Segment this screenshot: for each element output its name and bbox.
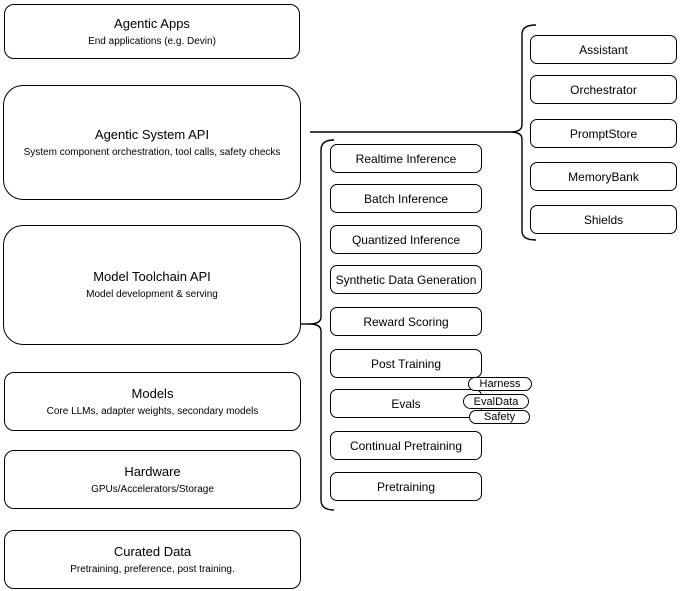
node-subtitle: End applications (e.g. Devin) [88,35,216,47]
node-subtitle: GPUs/Accelerators/Storage [91,483,214,495]
node-title: Model Toolchain API [93,269,211,284]
toolchain-item-quantized-inference: Quantized Inference [330,225,482,254]
toolchain-item-continual-pretraining: Continual Pretraining [330,431,482,460]
toolchain-item-post-training: Post Training [330,349,482,378]
node-curated-data: Curated Data Pretraining, preference, po… [4,530,301,589]
node-subtitle: System component orchestration, tool cal… [23,146,281,158]
node-title: Agentic System API [94,126,210,142]
node-subtitle: Core LLMs, adapter weights, secondary mo… [46,405,259,417]
toolchain-item-synthetic-data-generation: Synthetic Data Generation [330,265,482,294]
evals-pill-safety: Safety [469,410,530,424]
system-component-memorybank: MemoryBank [530,162,677,191]
evals-pill-harness: Harness [468,377,532,391]
toolchain-item-evals: Evals [330,389,482,418]
node-title: Agentic Apps [114,15,190,31]
node-hardware: Hardware GPUs/Accelerators/Storage [4,450,301,509]
node-agentic-system-api: Agentic System API System component orch… [3,85,301,200]
toolchain-item-realtime-inference: Realtime Inference [330,144,482,173]
toolchain-item-pretraining: Pretraining [330,472,482,501]
system-component-assistant: Assistant [530,35,677,64]
node-subtitle: Model development & serving [86,289,218,300]
node-agentic-apps: Agentic Apps End applications (e.g. Devi… [4,4,300,59]
node-title: Curated Data [113,543,192,559]
evals-pill-evaldata: EvalData [463,394,529,409]
system-component-shields: Shields [530,205,677,234]
node-model-toolchain-api: Model Toolchain API Model development & … [3,225,301,345]
node-title: Hardware [124,463,181,479]
node-subtitle: Pretraining, preference, post training. [70,563,235,575]
system-component-promptstore: PromptStore [530,119,677,148]
system-component-orchestrator: Orchestrator [530,75,677,104]
toolchain-item-reward-scoring: Reward Scoring [330,307,482,336]
node-title: Models [131,385,174,401]
toolchain-item-batch-inference: Batch Inference [330,184,482,213]
node-models: Models Core LLMs, adapter weights, secon… [4,372,301,431]
